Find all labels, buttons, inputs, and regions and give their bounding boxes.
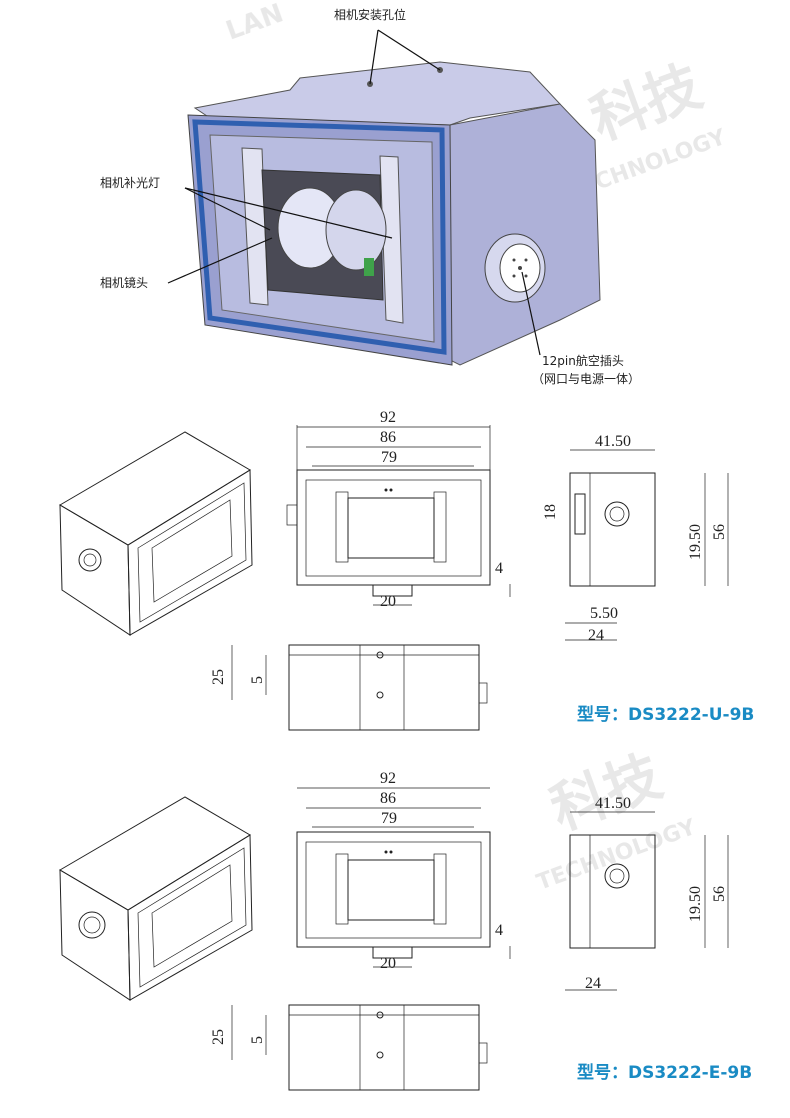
dim-conn-h: 19.50	[687, 886, 704, 922]
callout-lens: 相机镜头	[100, 275, 148, 290]
dim-conn-h: 19.50	[687, 524, 704, 560]
watermark-cn-bottom: 科技	[543, 744, 670, 843]
model-1-iso-view	[59, 431, 253, 636]
model-1-side-view	[565, 449, 729, 641]
dim-tab: 20	[380, 593, 396, 610]
dim-w-mid: 86	[380, 790, 396, 807]
model-1-front-view	[286, 425, 511, 606]
model-2-side-view	[565, 811, 729, 991]
dim-w-mid: 86	[380, 429, 396, 446]
callout-fill-light: 相机补光灯	[100, 176, 160, 190]
dim-bottom-h: 25	[210, 669, 227, 685]
dim-base: 24	[588, 627, 604, 644]
camera-3d-view	[187, 61, 601, 366]
model-label-1: 型号：DS3222-U-9B	[577, 705, 755, 725]
dim-w-inner: 79	[381, 449, 397, 466]
dim-side-h: 18	[542, 504, 559, 520]
model-label-2: 型号：DS3222-E-9B	[577, 1063, 753, 1083]
dim-w-outer: 92	[380, 409, 396, 426]
dim-w-outer: 92	[380, 770, 396, 787]
callout-connector: 12pin航空插头	[542, 353, 624, 368]
dim-tab: 20	[380, 955, 396, 972]
dim-depth: 41.50	[595, 795, 631, 812]
dim-bottom-off: 5	[249, 676, 266, 684]
dim-w-inner: 79	[381, 810, 397, 827]
callout-lines	[167, 29, 541, 356]
dim-height: 56	[711, 886, 728, 902]
callout-connector-note: （网口与电源一体）	[532, 372, 640, 386]
watermark-brand: LAN	[222, 0, 287, 47]
connector-12pin-icon	[484, 233, 546, 303]
callout-mount-holes: 相机安装孔位	[334, 7, 406, 22]
dim-bottom-off: 5	[249, 1036, 266, 1044]
model-1-drawings: 92 86 79 20 4 41.50 18 19.50 56 5.50 24	[59, 409, 729, 731]
model-2-front-view	[296, 787, 511, 968]
model-1-bottom-view	[231, 644, 488, 731]
dim-tab-h: 4	[495, 560, 503, 577]
dim-height: 56	[711, 524, 728, 540]
dim-bottom-h: 25	[210, 1029, 227, 1045]
dim-base: 24	[585, 975, 601, 992]
dim-tab-h: 4	[495, 922, 503, 939]
model-2-bottom-view	[231, 1004, 488, 1091]
dim-small-off: 5.50	[590, 605, 618, 622]
model-2-drawings: 92 86 79 20 4 41.50 19.50 56 24	[59, 770, 729, 1091]
dim-depth: 41.50	[595, 433, 631, 450]
model-2-iso-view	[59, 796, 253, 1001]
